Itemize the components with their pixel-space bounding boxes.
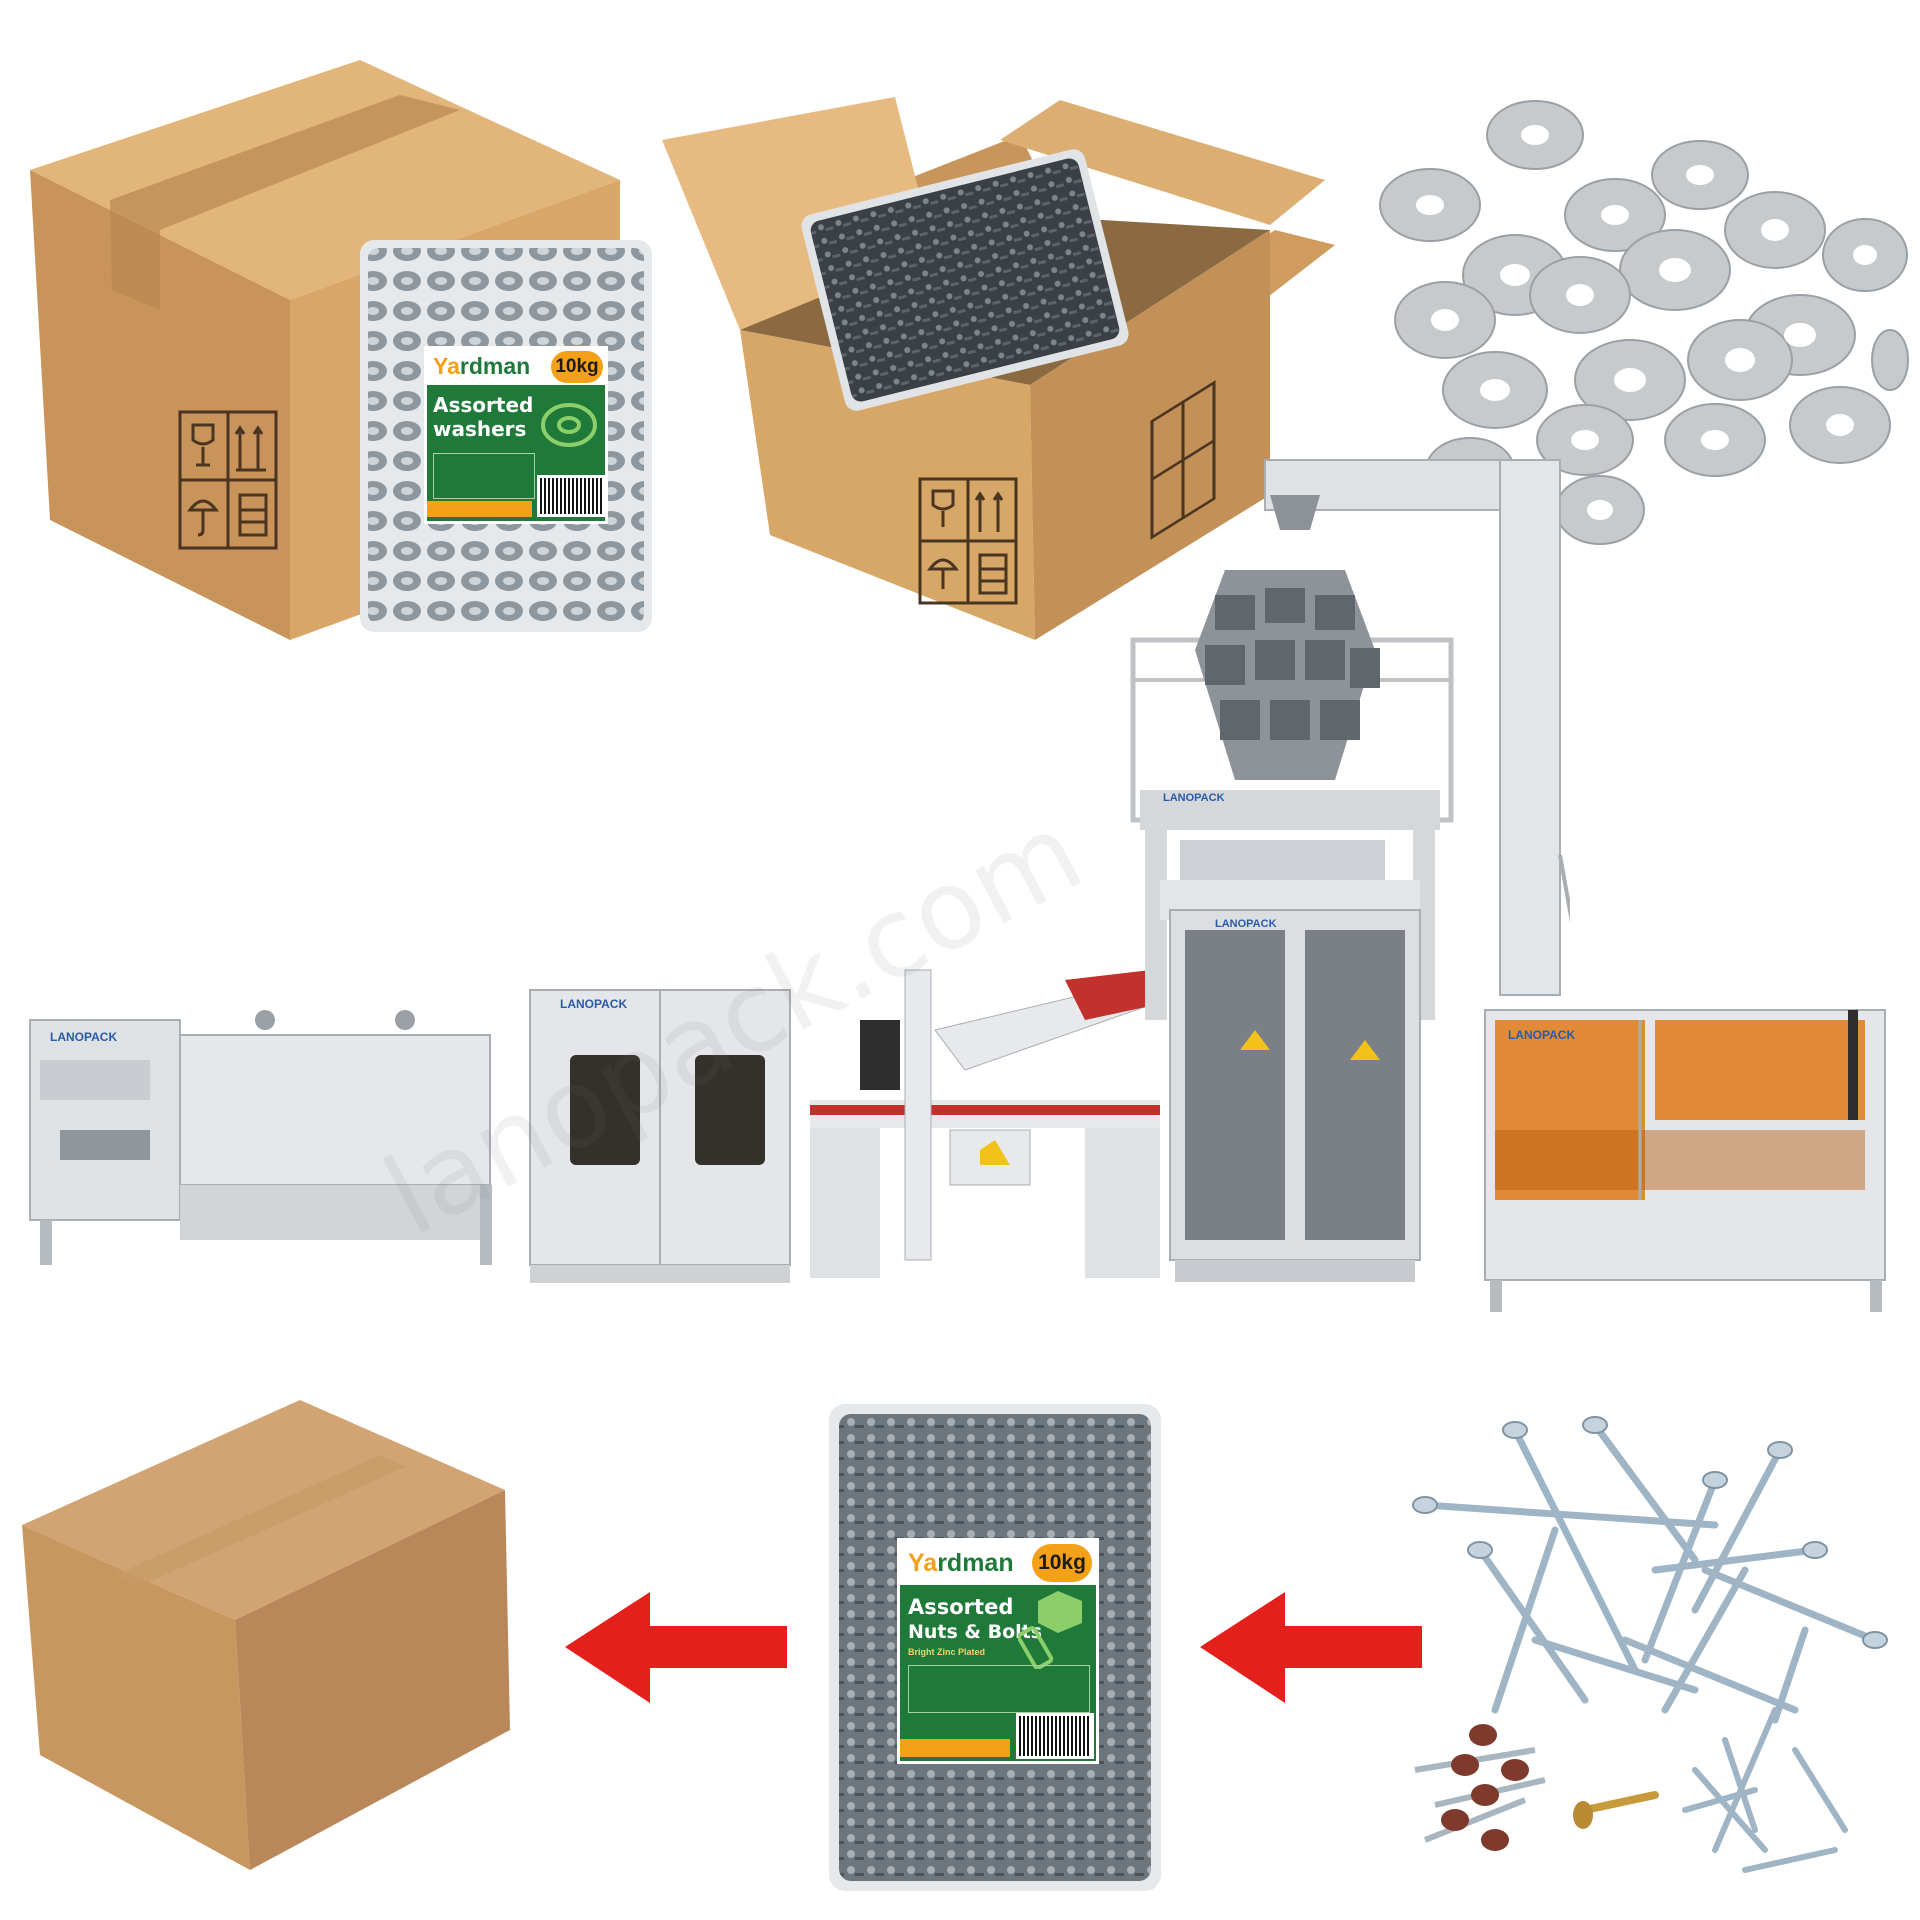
nuts-bolts-product-line2: Nuts & Bolts [908, 1621, 1043, 1643]
washers-bag: Yardman 10kg Assorted washers [356, 236, 656, 636]
nuts-bolts-label-footer [900, 1739, 1010, 1757]
bucket-elevator [1260, 455, 1570, 1005]
flow-arrow-icon [565, 1590, 790, 1705]
loose-screws [1395, 1410, 1905, 1890]
washers-product-line1: Assorted [433, 393, 534, 417]
washers-spec-table [433, 453, 535, 499]
nuts-and-bolts-bag: Yardman 10kg Assorted Nuts & Bolts Brigh… [825, 1400, 1165, 1895]
sleeve-wrapping-machine: LANOPACK [520, 985, 805, 1295]
shrink-tunnel-machine: LANOPACK [20, 990, 510, 1290]
washers-brand: Yardman [433, 353, 531, 379]
stack-limit-icon [238, 493, 268, 537]
sealed-shipping-box [20, 1395, 520, 1875]
carton-erector-logo: LANOPACK [1508, 1028, 1576, 1042]
washers-label-footer [427, 501, 532, 517]
multihead-weigher-vffs-machine: LANOPACK LANOPACK [1125, 540, 1455, 1300]
washers-barcode [537, 475, 605, 517]
carton-erecting-machine: LANOPACK [1480, 1000, 1900, 1320]
washers-bag-label: Yardman 10kg Assorted washers [424, 346, 608, 524]
nuts-bolts-subtitle: Bright Zinc Plated [908, 1647, 986, 1657]
nuts-bolts-barcode [1016, 1713, 1094, 1759]
box-symbols-panel [178, 410, 278, 550]
box-symbols-side [1150, 379, 1216, 540]
this-way-up-icon [234, 425, 266, 472]
flow-arrow-icon [1200, 1590, 1425, 1705]
weigher-logo: LANOPACK [1163, 792, 1225, 804]
loose-washers [1370, 95, 1910, 555]
bolt-graphic-icon [1018, 1589, 1088, 1669]
nuts-bolts-product-line1: Assorted [908, 1595, 1014, 1619]
screws-bag-in-box [794, 142, 1136, 418]
nuts-bolts-bag-label: Yardman 10kg Assorted Nuts & Bolts Brigh… [897, 1538, 1099, 1764]
washers-weight-badge: 10kg [551, 351, 603, 383]
vffs-logo: LANOPACK [1215, 918, 1277, 930]
sleeve-wrapper-logo: LANOPACK [560, 997, 628, 1011]
nuts-bolts-spec-table [908, 1665, 1090, 1713]
fragile-icon [191, 423, 215, 467]
open-box-with-screws-bag [660, 95, 1340, 655]
shrink-tunnel-logo: LANOPACK [50, 1030, 118, 1044]
washers-product-line2: washers [433, 417, 527, 441]
keep-dry-icon [187, 499, 219, 537]
washers-graphic-icon [539, 395, 599, 455]
box-symbols-panel [918, 477, 1018, 605]
nuts-bolts-weight-badge: 10kg [1032, 1544, 1092, 1582]
nuts-bolts-brand: Yardman [908, 1549, 1014, 1577]
